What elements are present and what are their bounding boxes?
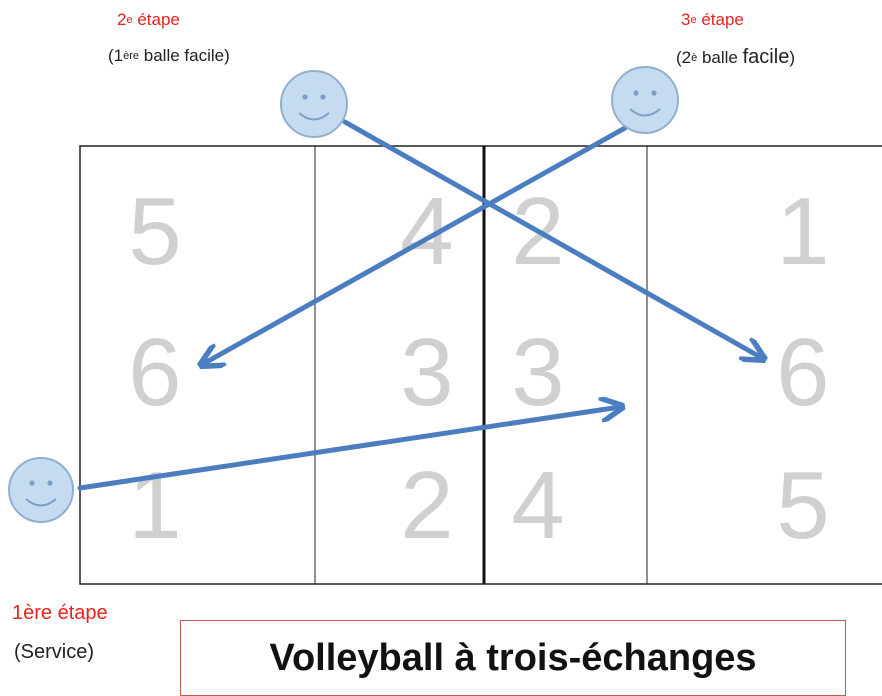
zone-right-back-1: 1: [776, 178, 829, 285]
court-outline: [79, 145, 882, 585]
zone-right-front-2: 3: [511, 319, 564, 426]
zone-left-front-2: 3: [400, 319, 453, 426]
zone-left-front-1: 4: [400, 178, 453, 285]
first-pass-arrow-icon: [342, 119, 762, 358]
diagram-title: Volleyball à trois-échanges: [269, 636, 757, 679]
service-arrow-icon: [77, 407, 620, 491]
zone-left-back-2: 6: [128, 319, 181, 426]
zone-left-back-3: 1: [128, 452, 181, 559]
zone-right-front-3: 4: [511, 452, 564, 559]
smiley-face-icon: [280, 70, 348, 138]
step-2-label: 2e étape: [117, 10, 180, 29]
step-1-label: 1ère étape: [12, 602, 108, 624]
step-3-label: 3e étape: [681, 10, 744, 29]
step-1-detail: (Service): [14, 641, 95, 663]
smiley-face-icon: [611, 66, 679, 134]
second-pass-arrow-icon: [203, 125, 628, 364]
step-3-detail: (2è balle facile): [676, 46, 795, 68]
smiley-face-icon: [8, 457, 74, 523]
zone-left-back-1: 5: [128, 178, 181, 285]
zone-right-back-3: 5: [776, 452, 829, 559]
zone-right-back-2: 6: [776, 319, 829, 426]
title-box: Volleyball à trois-échanges: [180, 620, 846, 696]
zone-left-front-3: 2: [400, 452, 453, 559]
step-2-detail: (1ère balle facile): [108, 46, 230, 65]
